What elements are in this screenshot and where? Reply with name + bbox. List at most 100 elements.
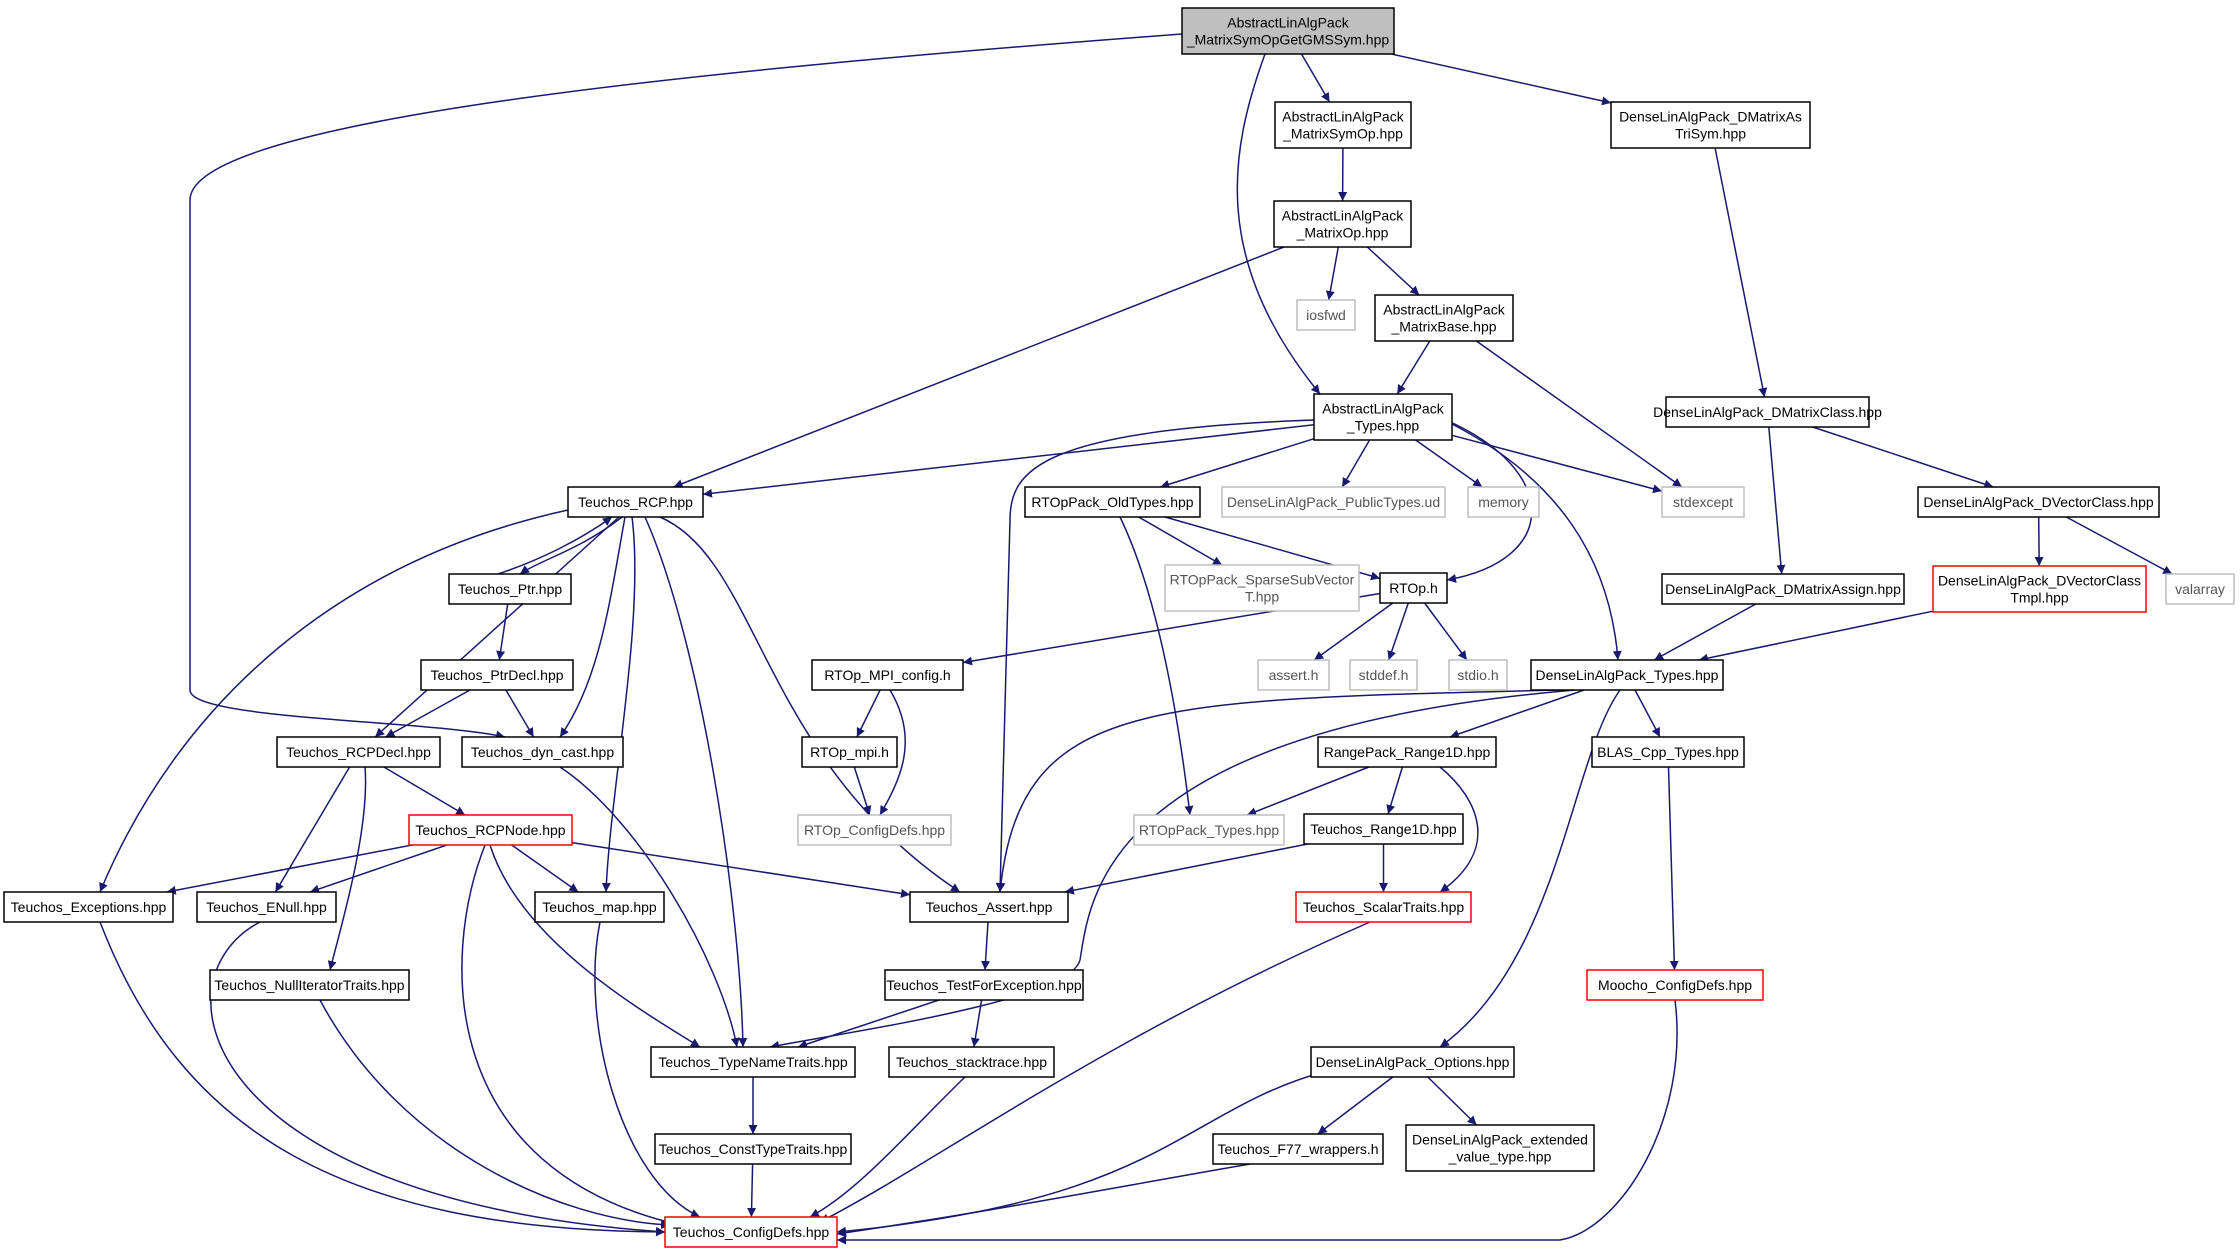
edge-range1d-rtoppack_types [1246,766,1370,816]
node-box [448,573,572,605]
edge-trange1d-tassert [1064,843,1308,895]
node-blas[interactable]: BLAS_Cpp_Types.hpp [1591,736,1745,768]
node-label: Teuchos_stacktrace.hpp [896,1054,1047,1070]
node-ptrdecl[interactable]: Teuchos_PtrDecl.hpp [420,659,574,691]
edge-rcp-typenametraits [644,516,748,1048]
node-label: TriSym.hpp [1675,126,1746,142]
node-label: _MatrixSymOpGetGMSSym.hpp [1186,32,1389,48]
node-box [1257,659,1330,691]
edge-rcpdecl-enull [274,766,351,893]
edge-dlptypes-options [1439,689,1621,1048]
edge-dmc-dma [1768,426,1786,575]
node-testforexc[interactable]: Teuchos_TestForException.hpp [884,969,1084,1001]
node-dvc[interactable]: DenseLinAlgPack_DVectorClass.hpp [1917,486,2160,518]
node-dmc[interactable]: DenseLinAlgPack_DMatrixClass.hpp [1653,396,1882,428]
node-stdexcept[interactable]: stdexcept [1661,486,1745,518]
edge-range1d-scalartraits [1439,766,1479,893]
node-label: Teuchos_ConfigDefs.hpp [673,1224,830,1240]
node-rcp[interactable]: Teuchos_RCP.hpp [567,486,704,518]
node-label: Teuchos_NullIteratorTraits.hpp [214,977,404,993]
edge-root-dyncast [189,33,1183,740]
node-range1d[interactable]: RangePack_Range1D.hpp [1317,736,1497,768]
node-types[interactable]: AbstractLinAlgPack_Types.hpp [1313,393,1453,441]
node-box [461,736,624,768]
node-stddefh[interactable]: stddef.h [1349,659,1418,691]
edge-rcpnode-map [511,844,579,893]
node-box [1303,813,1464,845]
node-box [1917,486,2160,518]
node-stacktrace[interactable]: Teuchos_stacktrace.hpp [888,1046,1055,1078]
node-box [209,969,410,1001]
node-label: T.hpp [1245,589,1279,605]
node-options[interactable]: DenseLinAlgPack_Options.hpp [1310,1046,1515,1078]
edge-dmas-dmc [1714,147,1768,398]
node-dlptypes[interactable]: DenseLinAlgPack_Types.hpp [1530,659,1724,691]
node-label: DenseLinAlgPack_DVectorClass [1938,573,2141,589]
node-label: AbstractLinAlgPack [1383,302,1505,318]
node-box [1349,659,1418,691]
node-label: Teuchos_F77_wrappers.h [1217,1141,1378,1157]
node-trange1d[interactable]: Teuchos_Range1D.hpp [1303,813,1464,845]
node-scalartraits[interactable]: Teuchos_ScalarTraits.hpp [1295,891,1472,923]
node-iosfwd[interactable]: iosfwd [1296,299,1356,331]
edge-rtopmpi-configdefs_rtop [853,766,872,816]
node-msop[interactable]: AbstractLinAlgPack_MatrixSymOp.hpp [1274,101,1412,149]
node-moochoconfig[interactable]: Moocho_ConfigDefs.hpp [1586,969,1764,1001]
node-ptr[interactable]: Teuchos_Ptr.hpp [448,573,572,605]
node-box [909,891,1069,923]
node-label: Teuchos_RCPNode.hpp [415,822,565,838]
node-box [1591,736,1745,768]
node-label: RTOp_mpi.h [810,744,889,760]
node-rtoph[interactable]: RTOp.h [1379,572,1448,604]
node-rcpdecl[interactable]: Teuchos_RCPDecl.hpp [276,736,441,768]
node-dyncast[interactable]: Teuchos_dyn_cast.hpp [461,736,624,768]
node-box [1317,736,1497,768]
node-box [1530,659,1724,691]
node-configdefs_rtop[interactable]: RTOp_ConfigDefs.hpp [797,814,952,846]
edge-dlptypes-range1d [1449,689,1585,739]
node-tassert[interactable]: Teuchos_Assert.hpp [909,891,1069,923]
edge-rcpdecl-nulliter [327,766,367,971]
node-rtopmpi[interactable]: RTOp_mpi.h [801,736,898,768]
node-oldtypes[interactable]: RTOpPack_OldTypes.hpp [1024,486,1201,518]
node-box [797,814,952,846]
node-box [1273,200,1412,248]
node-box [534,891,665,923]
node-label: DenseLinAlgPack_DMatrixAs [1619,109,1802,125]
node-consttype[interactable]: Teuchos_ConstTypeTraits.hpp [654,1133,852,1165]
node-rtoppack_types[interactable]: RTOpPack_Types.hpp [1133,814,1285,846]
node-mbase[interactable]: AbstractLinAlgPack_MatrixBase.hpp [1374,294,1514,342]
node-stdioh[interactable]: stdio.h [1448,659,1508,691]
edge-ptrdecl-rcpdecl [385,689,471,738]
node-pubtypes[interactable]: DenseLinAlgPack_PublicTypes.ud [1221,486,1446,518]
node-exceptions[interactable]: Teuchos_Exceptions.hpp [3,891,174,923]
nodes-layer: AbstractLinAlgPack _MatrixSymOpGetGMSSym.… [3,7,2235,1248]
edge-dlptypes-typenametraits [769,689,1576,1050]
node-valarray[interactable]: valarray [2165,573,2235,605]
node-extvt[interactable]: DenseLinAlgPack_extended_value_type.hpp [1405,1124,1595,1172]
node-enull[interactable]: Teuchos_ENull.hpp [196,891,337,923]
edge-root-types [1236,53,1321,395]
node-rcpnode[interactable]: Teuchos_RCPNode.hpp [408,814,573,846]
edge-rcpnode-teuchosconfig [461,844,681,1228]
node-f77[interactable]: Teuchos_F77_wrappers.h [1212,1133,1384,1165]
node-root[interactable]: AbstractLinAlgPack_MatrixSymOpGetGMSSym.… [1181,7,1395,55]
node-box [420,659,574,691]
node-mpiconfig[interactable]: RTOp_MPI_config.h [811,659,964,691]
node-asserth[interactable]: assert.h [1257,659,1330,691]
node-label: RTOp.h [1389,580,1438,596]
node-box [1665,396,1870,428]
node-teuchosconfig[interactable]: Teuchos_ConfigDefs.hpp [664,1216,838,1248]
node-label: AbstractLinAlgPack [1282,208,1404,224]
node-label: RangePack_Range1D.hpp [1324,744,1491,760]
node-typenametraits[interactable]: Teuchos_TypeNameTraits.hpp [650,1046,856,1078]
node-nulliter[interactable]: Teuchos_NullIteratorTraits.hpp [209,969,410,1001]
node-box [888,1046,1055,1078]
node-dma[interactable]: DenseLinAlgPack_DMatrixAssign.hpp [1661,573,1905,605]
node-mop[interactable]: AbstractLinAlgPack_MatrixOp.hpp [1273,200,1412,248]
node-memory[interactable]: memory [1467,486,1540,518]
node-map[interactable]: Teuchos_map.hpp [534,891,665,923]
